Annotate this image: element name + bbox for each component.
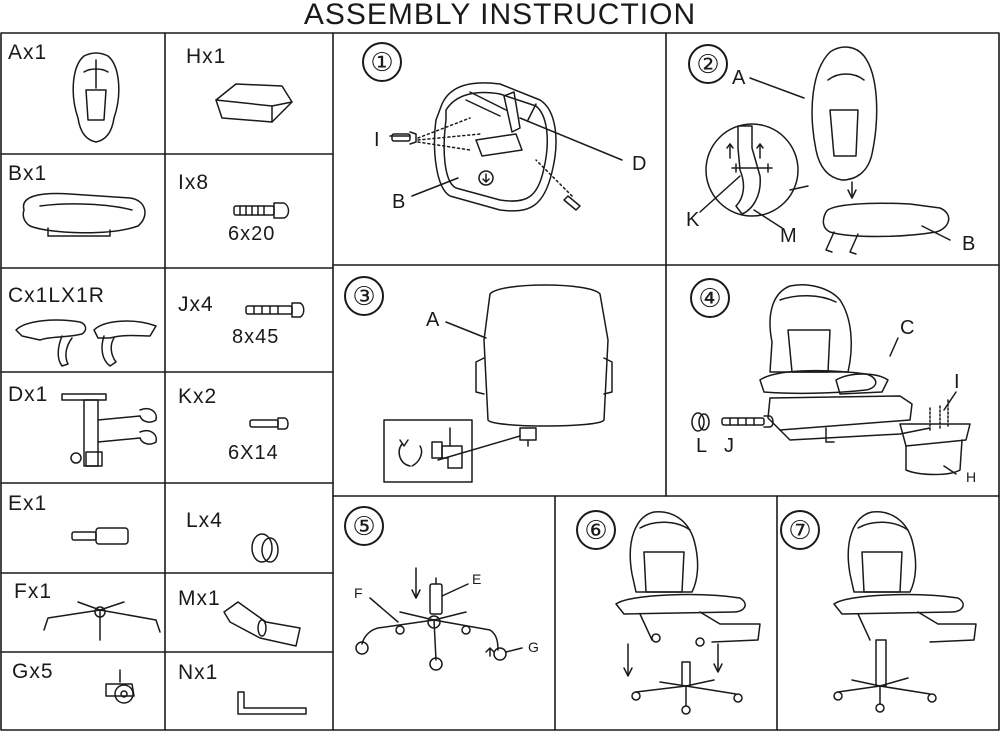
step-5-number: ⑤ [344, 506, 384, 546]
part-h-label: Hx1 [186, 45, 227, 68]
part-k-bolt-drawing [249, 417, 289, 430]
part-c-armrests-drawing [15, 319, 157, 367]
part-l-label: Lx4 [186, 509, 223, 532]
step-2-callout-b: B [962, 233, 976, 255]
step-5-callout-g: G [528, 639, 539, 655]
step-1-callout-b: B [392, 191, 406, 213]
step-3-number: ③ [344, 276, 384, 316]
part-d-label: Dx1 [8, 383, 49, 406]
part-b-label: Bx1 [8, 162, 48, 185]
part-e-gas-cylinder-drawing [71, 527, 129, 545]
part-b-seat-drawing [22, 192, 146, 237]
part-n-label: Nx1 [178, 661, 219, 684]
part-g-caster-drawing [105, 669, 135, 704]
step-4-drawing [691, 284, 971, 476]
page-title: ASSEMBLY INSTRUCTION [303, 0, 697, 31]
step-4-callout-c: C [900, 317, 915, 339]
step-4-callout-i: I [954, 371, 960, 393]
step-5-callout-e: E [472, 571, 482, 587]
part-i-size: 6x20 [228, 223, 276, 245]
step-4-callout-h: H [966, 469, 977, 485]
step-2-callout-k: K [686, 209, 700, 231]
part-n-allen-key-drawing [237, 691, 307, 715]
step-2-callout-a: A [732, 67, 746, 89]
step-4-callout-j: J [724, 435, 734, 457]
step-2-number: ② [688, 44, 728, 84]
part-a-backrest-drawing [72, 52, 120, 143]
step-3-callout-a: A [426, 309, 440, 331]
part-d-mechanism-drawing [61, 393, 158, 467]
part-m-connector-drawing [223, 601, 301, 647]
grid-lines [0, 32, 1000, 731]
part-m-label: Mx1 [178, 587, 221, 610]
step-3-drawing [383, 284, 613, 483]
step-2-callout-m: M [780, 225, 797, 247]
step-1-drawing [389, 82, 623, 212]
step-6-drawing [615, 511, 761, 715]
step-7-drawing [833, 511, 977, 713]
step-5-callout-f: F [354, 585, 363, 601]
part-i-label: Ix8 [178, 171, 210, 194]
part-a-label: Ax1 [8, 41, 48, 64]
part-l-spacer-drawing [251, 533, 279, 563]
part-j-size: 8x45 [232, 326, 280, 348]
step-1-number: ① [362, 42, 402, 82]
step-6-number: ⑥ [576, 510, 616, 550]
part-i-bolt-drawing [233, 202, 290, 219]
step-1-callout-i: I [374, 129, 380, 151]
part-k-size: 6X14 [228, 442, 279, 464]
step-4-number: ④ [690, 278, 730, 318]
part-h-footrest-drawing [215, 83, 293, 123]
part-j-label: Jx4 [178, 293, 214, 316]
step-5-drawing [355, 567, 523, 671]
part-e-label: Ex1 [8, 492, 48, 515]
step-4-callout-l: L [696, 435, 708, 457]
part-g-label: Gx5 [12, 660, 54, 683]
step-7-number: ⑦ [780, 510, 820, 550]
part-j-bolt-drawing [245, 302, 305, 318]
part-f-label: Fx1 [14, 580, 53, 603]
part-k-label: Kx2 [178, 385, 218, 408]
step-2-drawing [699, 46, 951, 255]
step-1-callout-d: D [632, 153, 647, 175]
part-c-label: Cx1LX1R [8, 284, 105, 307]
part-f-base-drawing [43, 601, 161, 641]
